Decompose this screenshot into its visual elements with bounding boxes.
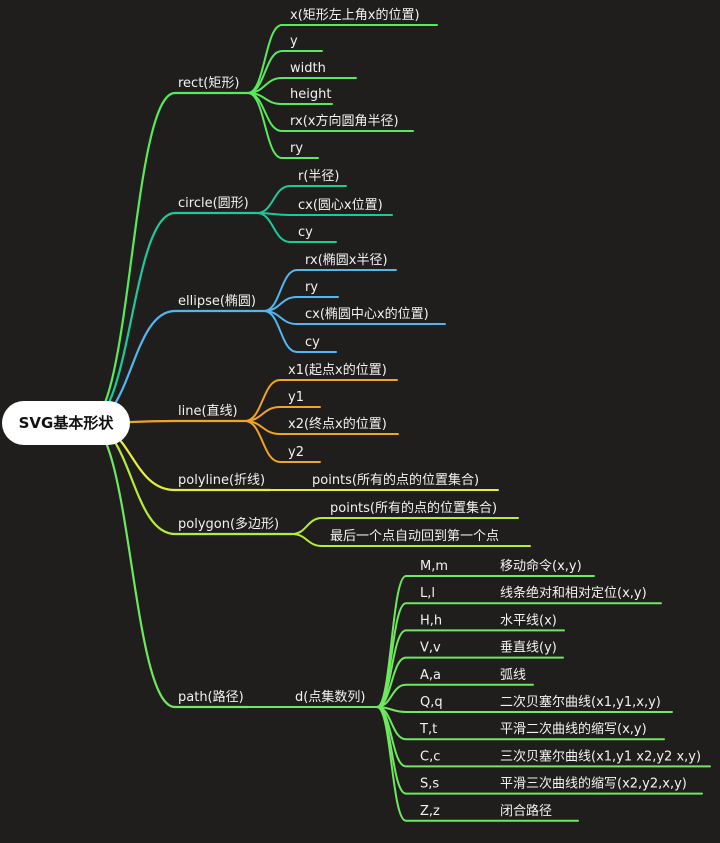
path-cmd-0[interactable]: M,m — [420, 559, 448, 574]
path-cmd-desc-7[interactable]: 三次贝塞尔曲线(x1,y1 x2,y2 x,y) — [500, 748, 701, 764]
edge-rect-5 — [247, 92, 319, 159]
branch-path[interactable]: path(路径) — [178, 689, 244, 705]
polyline-child-0[interactable]: points(所有的点的位置集合) — [312, 472, 479, 488]
path-cmd-desc-2[interactable]: 水平线(x) — [500, 613, 557, 628]
ellipse-child-3[interactable]: cy — [305, 335, 320, 350]
path-sub-label[interactable]: d(点集数列) — [295, 689, 365, 705]
circle-child-1[interactable]: cx(圆心x位置) — [298, 198, 383, 213]
path-cmd-desc-1[interactable]: 线条绝对和相对定位(x,y) — [500, 585, 647, 601]
edge-root-circle — [86, 211, 177, 425]
path-cmd-desc-3[interactable]: 垂直线(y) — [500, 641, 557, 656]
circle-child-2[interactable]: cy — [298, 225, 313, 240]
path-cmd-desc-9[interactable]: 闭合路径 — [500, 803, 552, 819]
mind-map-nodes: SVG基本形状 rect(矩形) x(矩形左上角x的位置) y width height… — [2, 7, 701, 819]
branch-ellipse[interactable]: ellipse(椭圆) — [178, 293, 256, 309]
path-cmd-2[interactable]: H,h — [420, 613, 442, 628]
path-cmd-desc-8[interactable]: 平滑三次曲线的缩写(x2,y2,x,y) — [500, 776, 687, 792]
rect-child-3[interactable]: height — [290, 87, 331, 102]
edge-rect-0 — [247, 24, 438, 94]
edge-path-cmd-2 — [376, 629, 565, 708]
edge-circle-2 — [256, 212, 337, 243]
path-cmd-1[interactable]: L,l — [420, 586, 435, 601]
path-cmd-4[interactable]: A,a — [420, 668, 441, 683]
edge-line-3 — [244, 420, 321, 463]
path-cmd-desc-4[interactable]: 弧线 — [500, 668, 526, 683]
line-child-0[interactable]: x1(起点x的位置) — [288, 362, 387, 378]
line-child-3[interactable]: y2 — [288, 445, 304, 460]
edge-ellipse-0 — [263, 269, 397, 312]
edge-circle-0 — [256, 185, 347, 214]
circle-child-0[interactable]: r(半径) — [298, 169, 340, 184]
rect-child-4[interactable]: rx(x方向圆角半径) — [290, 113, 399, 129]
line-child-1[interactable]: y1 — [288, 390, 304, 405]
rect-child-1[interactable]: y — [290, 34, 298, 49]
edge-line-0 — [244, 379, 398, 422]
branch-line[interactable]: line(直线) — [178, 404, 238, 419]
edge-circle-1 — [256, 212, 393, 216]
ellipse-child-2[interactable]: cx(椭圆中心x的位置) — [305, 306, 429, 322]
branch-circle[interactable]: circle(圆形) — [178, 196, 249, 211]
mind-map-edges — [86, 24, 711, 822]
edge-root-rect — [86, 91, 177, 425]
edge-root-path — [86, 421, 177, 709]
path-cmd-desc-5[interactable]: 二次贝塞尔曲线(x1,y1,x,y) — [500, 694, 661, 710]
polygon-child-0[interactable]: points(所有的点的位置集合) — [330, 500, 497, 516]
path-cmd-6[interactable]: T,t — [419, 722, 437, 737]
line-child-2[interactable]: x2(终点x的位置) — [288, 416, 387, 432]
rect-child-2[interactable]: width — [290, 61, 326, 76]
path-cmd-3[interactable]: V,v — [420, 641, 441, 656]
ellipse-child-0[interactable]: rx(椭圆x半径) — [305, 252, 388, 268]
edge-ellipse-3 — [263, 310, 337, 353]
root-node[interactable] — [2, 401, 130, 445]
root-label: SVG基本形状 — [19, 414, 115, 432]
branch-polyline[interactable]: polyline(折线) — [178, 473, 265, 488]
path-cmd-desc-0[interactable]: 移动命令(x,y) — [500, 558, 582, 574]
ellipse-child-1[interactable]: ry — [305, 280, 318, 295]
path-cmd-9[interactable]: Z,z — [420, 804, 440, 819]
path-cmd-7[interactable]: C,c — [420, 749, 440, 764]
path-cmd-desc-6[interactable]: 平滑二次曲线的缩写(x,y) — [500, 721, 647, 737]
path-cmd-8[interactable]: S,s — [420, 777, 439, 792]
path-cmd-5[interactable]: Q,q — [420, 695, 443, 710]
edge-polygon-1 — [291, 533, 531, 547]
edge-path-cmd-9 — [376, 706, 579, 822]
polygon-child-1[interactable]: 最后一个点自动回到第一个点 — [330, 529, 499, 544]
branch-polygon[interactable]: polygon(多边形) — [178, 516, 279, 532]
branch-rect[interactable]: rect(矩形) — [178, 76, 239, 91]
rect-child-5[interactable]: ry — [290, 141, 303, 156]
rect-child-0[interactable]: x(矩形左上角x的位置) — [290, 7, 420, 23]
